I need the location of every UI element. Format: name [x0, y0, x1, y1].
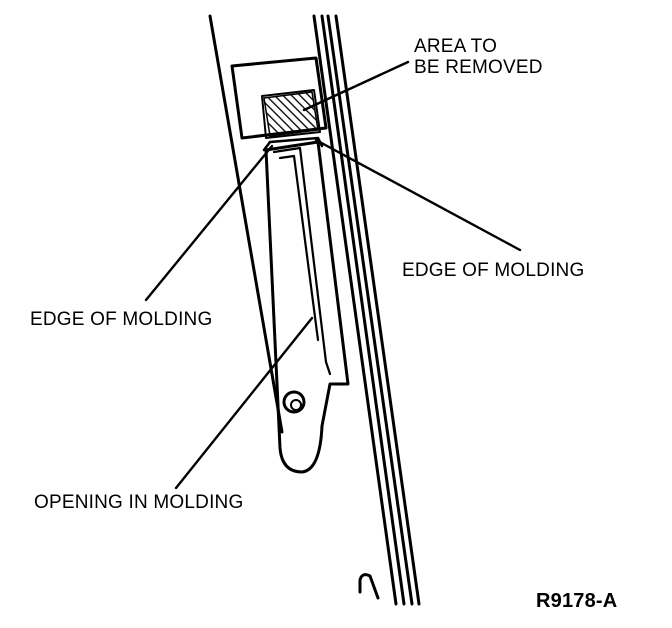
pillar-line-2 — [320, 14, 406, 606]
pillar-line-1 — [312, 14, 398, 606]
label-area-to-be-removed-line1: AREA TO — [414, 36, 498, 57]
pillar-line-3 — [326, 14, 414, 606]
fastener-circle — [282, 390, 306, 414]
label-edge-of-molding-right: EDGE OF MOLDING — [402, 260, 585, 281]
leader-edge-left — [144, 144, 274, 302]
label-opening-in-molding: OPENING IN MOLDING — [34, 492, 244, 513]
label-edge-of-molding-left: EDGE OF MOLDING — [30, 309, 213, 330]
molding-opening-slot — [278, 154, 320, 342]
figure-id: R9178-A — [536, 590, 618, 612]
trim-inner-box — [261, 89, 321, 139]
trim-box — [230, 56, 328, 140]
leader-area-removed — [302, 60, 410, 112]
pillar-line-4 — [334, 14, 421, 606]
bottom-clip — [358, 573, 380, 600]
fastener-inner — [290, 399, 302, 411]
molding-body — [264, 140, 350, 474]
molding-inner-channel — [272, 146, 332, 376]
leader-edge-right — [314, 138, 522, 252]
door-frame-edge — [208, 14, 284, 434]
leader-opening — [174, 316, 314, 490]
label-area-to-be-removed-line2: BE REMOVED — [414, 57, 543, 78]
area-to-be-removed-hatch — [263, 91, 319, 137]
